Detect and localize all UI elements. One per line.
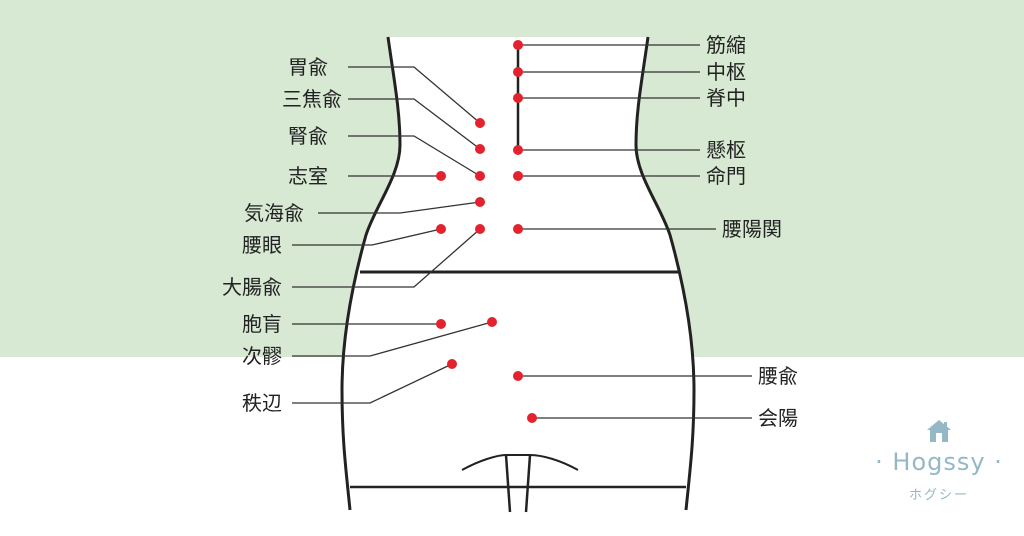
house-icon	[927, 420, 951, 442]
leader-line	[292, 363, 453, 404]
acupoint-label: 腰陽関	[722, 217, 782, 241]
acupoint-label: 会陽	[758, 406, 798, 430]
leg-gap	[504, 454, 532, 513]
point-hoko	[436, 319, 446, 329]
point-meimon	[513, 171, 523, 181]
acupoint-label: 大腸兪	[222, 275, 282, 299]
point-shishitsu	[436, 171, 446, 181]
point-kikaiyu	[475, 197, 485, 207]
body-outline-right	[634, 36, 696, 511]
left-labels: 胃兪 三焦兪 腎兪 志室 気海兪 腰眼 大腸兪 胞肓 次髎 秩辺	[222, 55, 342, 415]
leader-line	[348, 66, 481, 124]
point-koshiyokan	[513, 224, 523, 234]
acupoint-label: 懸枢	[706, 138, 746, 162]
brand-name-kana: ホグシー	[908, 488, 969, 503]
acupoint-label: 気海兪	[244, 201, 304, 225]
acupoint-label: 腰眼	[242, 233, 282, 257]
leader-line	[348, 135, 481, 177]
leader-line	[318, 201, 481, 214]
point-kensu	[513, 145, 523, 155]
point-sanshoyu	[475, 144, 485, 154]
leader-line	[292, 321, 493, 357]
acupoint-label: 志室	[288, 164, 328, 188]
acupoint-label: 秩辺	[242, 391, 282, 415]
acupoint-label: 三焦兪	[282, 87, 342, 111]
leader-line	[292, 228, 481, 288]
acupoint-label: 命門	[706, 164, 746, 188]
acupoint-label: 次髎	[242, 344, 282, 368]
leader-line	[348, 98, 481, 150]
acupoint-label: 腎兪	[288, 124, 328, 148]
body-outline-left	[340, 36, 402, 511]
right-labels: 筋縮 中枢 脊中 懸枢 命門 腰陽関 腰兪 会陽	[706, 33, 798, 430]
gluteal-cleft	[461, 454, 579, 471]
point-kinshuku	[513, 40, 523, 50]
acupoint-dots	[436, 40, 537, 423]
acupoint-label: 中枢	[706, 60, 746, 84]
leader-line	[292, 228, 442, 246]
leader-lines	[292, 44, 752, 419]
acupoint-label: 腰兪	[758, 364, 798, 388]
point-chippen	[447, 359, 457, 369]
brand-logo: · Hogssy · ホグシー	[865, 388, 1013, 528]
point-koshiyu	[513, 371, 523, 381]
acupoint-label: 脊中	[706, 86, 746, 110]
point-ishu	[475, 118, 485, 128]
point-chusu	[513, 67, 523, 77]
point-eyo	[527, 413, 537, 423]
point-jinyu	[475, 171, 485, 181]
acupoint-label: 胞肓	[242, 312, 282, 336]
acupoint-label: 筋縮	[706, 33, 746, 57]
point-yogan	[436, 224, 446, 234]
point-daichoyu	[475, 224, 485, 234]
point-sekichu	[513, 93, 523, 103]
brand-name: · Hogssy ·	[875, 448, 1003, 476]
point-jiryo	[487, 317, 497, 327]
acupoint-label: 胃兪	[288, 55, 328, 79]
